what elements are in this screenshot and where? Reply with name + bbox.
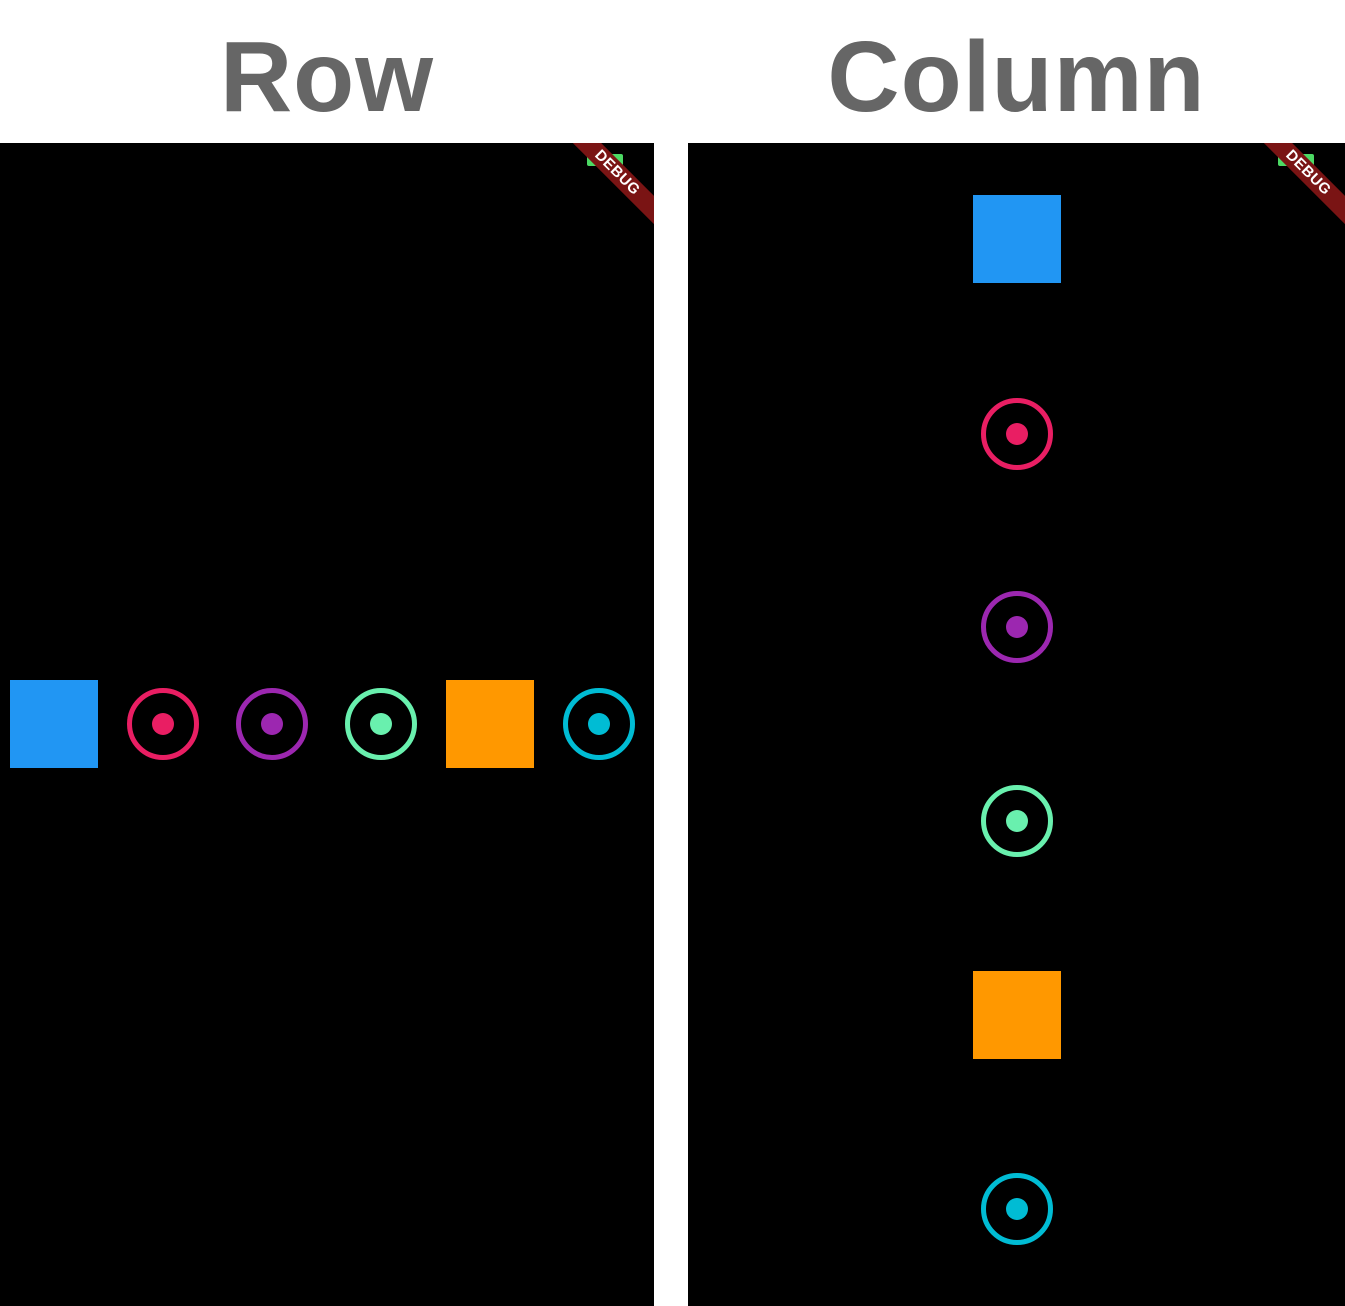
pink-ring-icon [127, 688, 199, 760]
pink-dot [152, 713, 174, 735]
status-indicator-icon [587, 154, 623, 166]
status-indicator-icon [1278, 154, 1314, 166]
pink-ring-icon [981, 398, 1053, 470]
cyan-dot [1006, 1198, 1028, 1220]
blue-square [973, 195, 1061, 283]
row-screen: DEBUG [0, 143, 654, 1306]
purple-ring-icon [981, 591, 1053, 663]
green-dot [1006, 810, 1028, 832]
orange-square [973, 971, 1061, 1059]
pink-dot [1006, 423, 1028, 445]
purple-dot [261, 713, 283, 735]
cyan-dot [588, 713, 610, 735]
column-title: Column [827, 21, 1206, 133]
green-ring-icon [345, 688, 417, 760]
green-ring-icon [981, 785, 1053, 857]
blue-square [10, 680, 98, 768]
cyan-ring-icon [981, 1173, 1053, 1245]
row-title: Row [219, 21, 435, 133]
purple-ring-icon [236, 688, 308, 760]
purple-dot [1006, 616, 1028, 638]
cyan-ring-icon [563, 688, 635, 760]
column-screen: DEBUG [688, 143, 1345, 1306]
green-dot [370, 713, 392, 735]
orange-square [446, 680, 534, 768]
